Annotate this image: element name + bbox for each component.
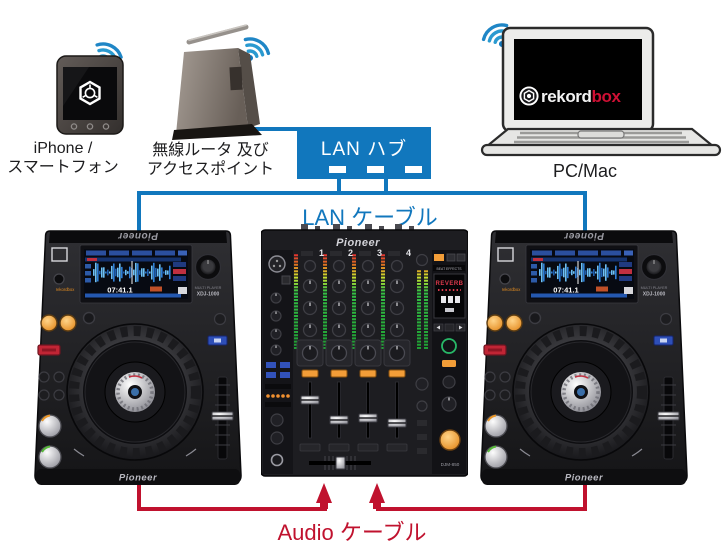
tap-button (441, 338, 457, 354)
pc-label: PC/Mac (552, 161, 617, 181)
svg-text:07:41.1: 07:41.1 (107, 286, 132, 295)
vinyl-speed-knob (659, 312, 673, 326)
smartphone-label: iPhone / スマートフォン (7, 140, 119, 176)
cdj-player-right: Pioneer 07:41.1 rekordbox (480, 230, 688, 485)
lan-cable-hub-stub-1 (337, 179, 341, 193)
loop-knob (82, 311, 96, 325)
laptop-screen: rekordbox (501, 26, 655, 133)
laptop-illustration: rekordbox (480, 23, 722, 157)
svg-text:MULTI PLAYER: MULTI PLAYER (641, 286, 668, 290)
cue-button (38, 414, 62, 438)
rekordbox-app-icon (79, 80, 101, 106)
fx-on-off-button (439, 429, 461, 451)
play-pause-button (484, 445, 508, 469)
browse-knob (640, 253, 668, 281)
lan-cable-drop-right (583, 191, 587, 231)
audio-cable-right-vertical (583, 483, 587, 511)
cue-button (484, 414, 508, 438)
loop-knob (528, 311, 542, 325)
search-knobs (484, 371, 511, 401)
audio-arrow-right (369, 483, 385, 503)
svg-text:1: 1 (319, 248, 324, 258)
svg-text:3: 3 (377, 248, 382, 258)
beat-fx-section: BEAT EFFECTS REVERB DJM-850 (432, 250, 466, 474)
dj-mixer: Pioneer 1 (261, 224, 468, 477)
crossfader (309, 456, 371, 470)
hot-cue-knob-2 (505, 314, 523, 332)
lan-hub: LAN ハブ (297, 127, 431, 179)
lan-cable-hub-stub-2 (384, 179, 388, 193)
lan-hub-label: LAN ハブ (320, 138, 408, 160)
browse-knob (194, 253, 222, 281)
antenna (186, 24, 249, 45)
smartphone-illustration (56, 42, 124, 135)
svg-text:rekordbox: rekordbox (541, 87, 621, 106)
rekordbox-logo: rekordbox (519, 86, 622, 106)
laptop-base (480, 127, 722, 157)
fx-header: BEAT EFFECTS (437, 267, 463, 271)
brand-logo-bottom: Pioneer (565, 473, 604, 484)
brand-logo-top: Pioneer (563, 230, 604, 241)
brand-logo-top: Pioneer (117, 230, 158, 241)
hot-cue-knob-2 (59, 314, 77, 332)
wifi-icon (243, 37, 271, 61)
audio-arrow-left (316, 483, 332, 503)
search-knobs (38, 371, 65, 401)
lan-cable-horizontal (137, 191, 587, 195)
router-label: 無線ルータ 及び アクセスポイント (146, 142, 275, 178)
brand-logo-bottom: Pioneer (119, 473, 158, 484)
mic-section (263, 250, 293, 474)
jog-wheel (66, 323, 204, 461)
mixer-model: DJM-850 (441, 462, 460, 467)
player-screen: 07:41.1 (525, 244, 639, 304)
lan-cable-drop-left (137, 191, 141, 231)
svg-text:07:41.1: 07:41.1 (553, 286, 578, 295)
usb-slot-icon (497, 247, 514, 262)
lan-cable-router-to-hub (250, 127, 297, 131)
master-meter (415, 253, 429, 454)
tempo-fader (657, 376, 680, 460)
player-screen: 07:41.1 (79, 244, 193, 304)
audio-cable-left-horizontal (137, 507, 327, 511)
mixer-brand-logo: Pioneer (336, 237, 380, 249)
svg-text:rekordbox: rekordbox (56, 287, 76, 292)
svg-text:4: 4 (406, 248, 411, 258)
router-body (172, 48, 262, 140)
svg-text:rekordbox: rekordbox (502, 287, 522, 292)
fx-display-text: REVERB (435, 281, 463, 287)
svg-text:MULTI PLAYER: MULTI PLAYER (195, 286, 222, 290)
audio-cable-label: Audio ケーブル (277, 520, 427, 545)
audio-cable-left-vertical (137, 483, 141, 511)
touchpad (577, 130, 625, 139)
tempo-fader (211, 376, 234, 460)
hot-cue-knob-1 (486, 314, 504, 332)
svg-text:XDJ-1000: XDJ-1000 (643, 292, 666, 298)
svg-text:2: 2 (348, 248, 353, 258)
channel-strips: 1 2 3 4 (294, 248, 411, 470)
audio-arrow-right-stem (373, 498, 381, 509)
lan-hub-ports (328, 165, 422, 173)
audio-cable-right-horizontal (376, 507, 587, 511)
hot-cue-knob-1 (40, 314, 58, 332)
phone-body (56, 55, 124, 135)
play-pause-button (38, 445, 62, 469)
cdj-player-left: Pioneer 07:41.1 rekordbox (34, 230, 242, 485)
channel-faders (300, 381, 407, 439)
svg-text:XDJ-1000: XDJ-1000 (197, 292, 220, 298)
router-illustration (172, 24, 271, 140)
jog-wheel (512, 323, 650, 461)
audio-arrow-left-stem (320, 498, 328, 509)
usb-slot-icon (51, 247, 68, 262)
vinyl-speed-knob (213, 312, 227, 326)
